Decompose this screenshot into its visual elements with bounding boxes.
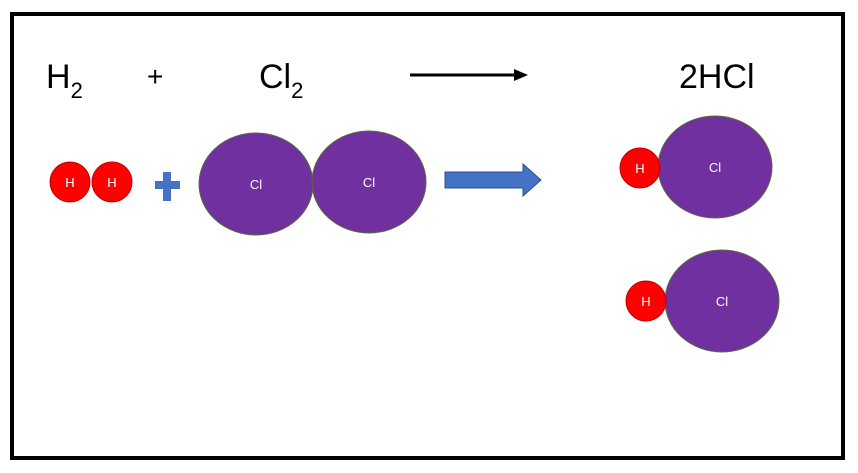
plus-icon [155, 172, 180, 201]
chlorine-label: Cl [709, 160, 721, 175]
chlorine-label: Cl [716, 294, 728, 309]
hydrogen-atom [91, 161, 133, 203]
reaction-arrow-icon [444, 162, 542, 198]
cl2-molecule: Cl Cl [198, 130, 427, 236]
hydrogen-atom [625, 280, 667, 322]
chlorine-atom [311, 130, 427, 234]
hcl-molecule: Cl H [625, 249, 780, 353]
h2-molecule: H H [49, 161, 133, 203]
equation-arrow [410, 69, 528, 81]
chlorine-label: Cl [250, 177, 262, 192]
hydrogen-label: H [65, 175, 74, 190]
cl2-formula: Cl2 [259, 58, 303, 103]
hydrogen-label: H [635, 161, 644, 176]
hydrogen-label: H [107, 175, 116, 190]
hcl-formula: 2HCl [679, 58, 755, 96]
h2-formula: H2 [46, 58, 83, 103]
hydrogen-label: H [641, 294, 650, 309]
hydrogen-atom [49, 161, 91, 203]
chlorine-label: Cl [363, 175, 375, 190]
slide-frame [10, 12, 845, 460]
hydrogen-atom [619, 147, 661, 189]
hcl-molecule: Cl H [619, 115, 773, 219]
equation-plus-sign: + [147, 61, 163, 92]
